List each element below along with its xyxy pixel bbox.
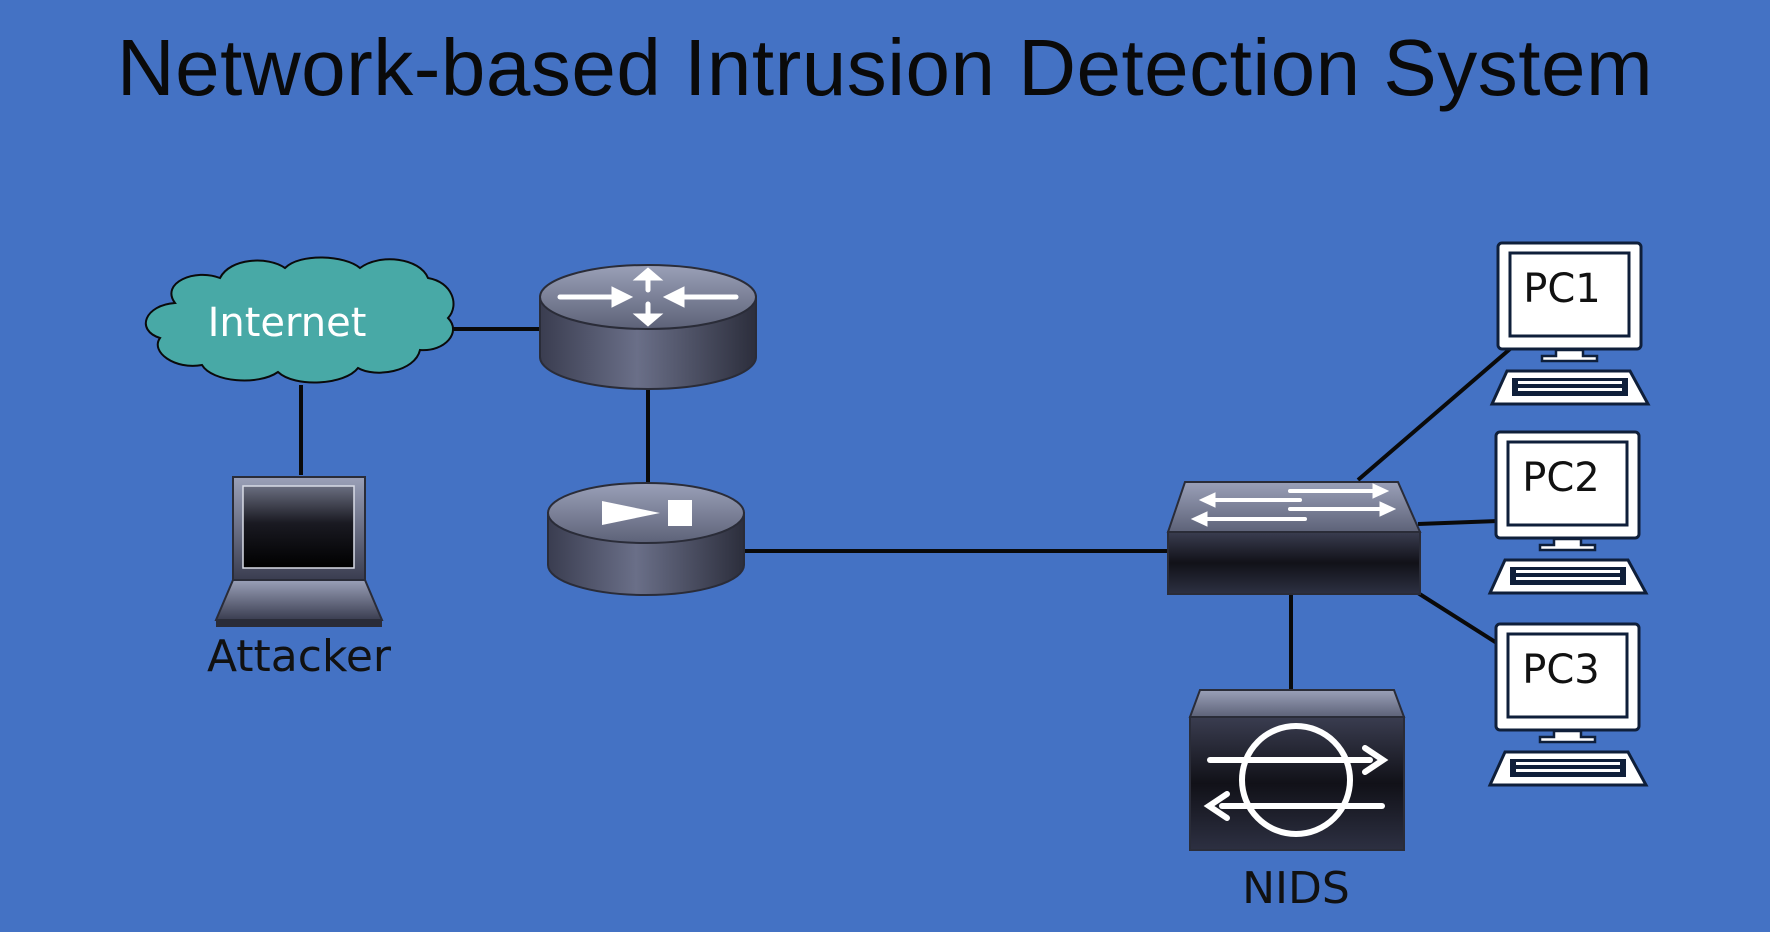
attacker-laptop: Attacker [207, 476, 392, 682]
nids: NIDS [1188, 689, 1406, 914]
pc1-label: PC1 [1523, 266, 1601, 312]
desktop-pc-icon [1489, 241, 1651, 406]
slide-title: Network-based Intrusion Detection System [116, 23, 1654, 112]
firewall-icon [547, 482, 745, 596]
switch-icon [1166, 481, 1422, 595]
pc3: PC3 [1487, 622, 1649, 787]
internet-cloud: Internet [144, 256, 455, 384]
link-switch-pc1 [1356, 347, 1512, 482]
switch [1166, 481, 1422, 595]
laptop-icon [214, 476, 384, 627]
pc1: PC1 [1489, 241, 1651, 406]
pc2: PC2 [1487, 430, 1649, 595]
ids-sensor-icon [1188, 689, 1406, 851]
internet-label: Internet [208, 300, 367, 346]
desktop-pc-icon [1487, 430, 1649, 595]
connections [299, 327, 1512, 690]
desktop-pc-icon [1487, 622, 1649, 787]
link-switch-pc3 [1416, 591, 1502, 647]
firewall [547, 482, 745, 596]
cloud-icon [144, 256, 455, 384]
router-icon [539, 264, 757, 390]
pc2-label: PC2 [1522, 455, 1600, 501]
router [539, 264, 757, 390]
pc3-label: PC3 [1522, 647, 1600, 693]
attacker-label: Attacker [207, 631, 392, 682]
link-switch-pc2 [1417, 519, 1499, 526]
nids-label: NIDS [1242, 863, 1350, 914]
